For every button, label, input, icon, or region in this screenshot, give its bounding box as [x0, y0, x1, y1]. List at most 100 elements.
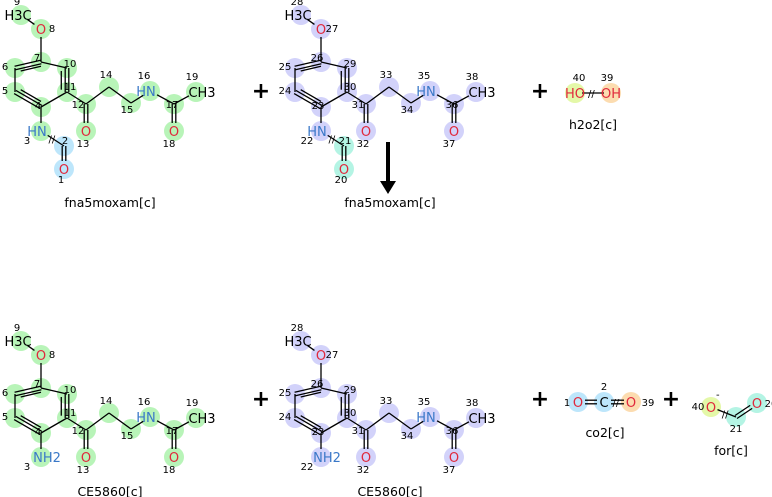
bond: [453, 95, 470, 105]
bond: [85, 86, 110, 105]
bond: [14, 385, 41, 393]
bond: [15, 389, 42, 397]
atom-number: 24: [279, 86, 292, 97]
atom-number: 9: [14, 0, 20, 8]
atom-number: 22: [301, 136, 314, 147]
broken-bond-mark: //: [329, 135, 336, 146]
atom-number: 9: [14, 323, 20, 334]
atom-highlight: [54, 159, 74, 179]
atom-label: O: [169, 451, 179, 466]
bond: [453, 421, 470, 431]
atom-highlight: [11, 5, 31, 25]
atom-number: 14: [100, 70, 113, 81]
atom-number: 40: [692, 402, 705, 413]
atom-highlight: [621, 392, 641, 412]
bond: [300, 65, 322, 72]
molecule-for: //O4021O20for[c]-: [692, 390, 772, 458]
atom-number: 36: [446, 426, 459, 437]
atom-highlight: [140, 407, 160, 427]
compound-name: co2[c]: [585, 425, 624, 440]
atom-number: 14: [100, 396, 113, 407]
atom-label: HN: [27, 125, 47, 140]
charge-label: -: [716, 390, 720, 401]
bond: [300, 89, 322, 102]
atom-label: O: [449, 451, 459, 466]
bond: [320, 417, 348, 434]
bond: [13, 92, 41, 110]
bond: [734, 404, 751, 417]
atom-number: 19: [186, 398, 199, 409]
atom-number: 28: [291, 0, 304, 8]
bond: [15, 63, 42, 71]
bond: [410, 94, 424, 104]
bond: [300, 415, 322, 428]
broken-bond-mark: //: [49, 135, 56, 146]
plus-sign: +: [662, 387, 680, 412]
bond: [156, 94, 175, 105]
atom-number: 35: [418, 397, 431, 408]
atom-number: 11: [64, 82, 77, 93]
atom-label: NH2: [313, 451, 341, 466]
atom-label: O: [81, 125, 91, 140]
atom-number: 27: [326, 350, 339, 361]
bond: [307, 345, 315, 351]
bond: [47, 134, 65, 147]
bond: [346, 91, 367, 105]
atom-highlight: [11, 331, 31, 351]
atom-label: HN: [416, 411, 436, 426]
atom-number: 13: [77, 139, 90, 150]
bond: [15, 89, 43, 107]
atom-number: 15: [121, 431, 134, 442]
atom-number: 3: [24, 136, 30, 147]
atom-number: 11: [64, 408, 77, 419]
atom-number: 20: [335, 175, 348, 186]
bond: [156, 420, 175, 431]
reaction-arrow-icon: [380, 142, 396, 194]
atom-number: 25: [279, 388, 292, 399]
compound-name: CE5860[c]: [77, 484, 142, 497]
atom-number: 4: [35, 101, 41, 112]
atom-highlight: [466, 82, 486, 102]
atom-label: O: [361, 451, 371, 466]
bond: [320, 387, 348, 395]
atom-highlight: [356, 447, 376, 467]
atom-label: CH3: [468, 412, 495, 427]
bond: [14, 59, 41, 67]
bond: [327, 134, 345, 147]
atom-label: CH3: [188, 86, 215, 101]
atom-label: NH2: [33, 451, 61, 466]
atom-label: HN: [416, 85, 436, 100]
atom-number: 35: [418, 71, 431, 82]
atom-highlight: [565, 83, 585, 103]
atom-label: O: [81, 451, 91, 466]
bond: [108, 86, 132, 104]
bond: [40, 61, 68, 69]
atom-highlight: [311, 447, 331, 467]
bond: [13, 418, 41, 436]
atom-highlight: [444, 447, 464, 467]
atom-label: O: [752, 397, 762, 412]
atom-highlight: [420, 407, 440, 427]
atom-label: O: [36, 349, 46, 364]
atom-highlight: [164, 121, 184, 141]
atom-number: 36: [446, 100, 459, 111]
atom-number: 1: [564, 398, 570, 409]
plus-sign: +: [252, 79, 270, 104]
bond: [85, 412, 110, 431]
bond: [294, 59, 321, 67]
plus-sign: +: [252, 387, 270, 412]
atom-label: H3C: [284, 335, 311, 350]
atom-number: 2: [601, 382, 607, 393]
bond: [717, 408, 737, 418]
atom-number: 19: [186, 72, 199, 83]
atom-label: O: [573, 396, 583, 411]
bond: [15, 415, 43, 433]
atom-number: 33: [380, 396, 393, 407]
bond: [293, 418, 321, 436]
atom-label: OH: [601, 87, 621, 102]
atom-label: O: [706, 401, 716, 416]
atom-highlight: [31, 345, 51, 365]
atom-number: 12: [72, 426, 85, 437]
atom-label: CH3: [188, 412, 215, 427]
